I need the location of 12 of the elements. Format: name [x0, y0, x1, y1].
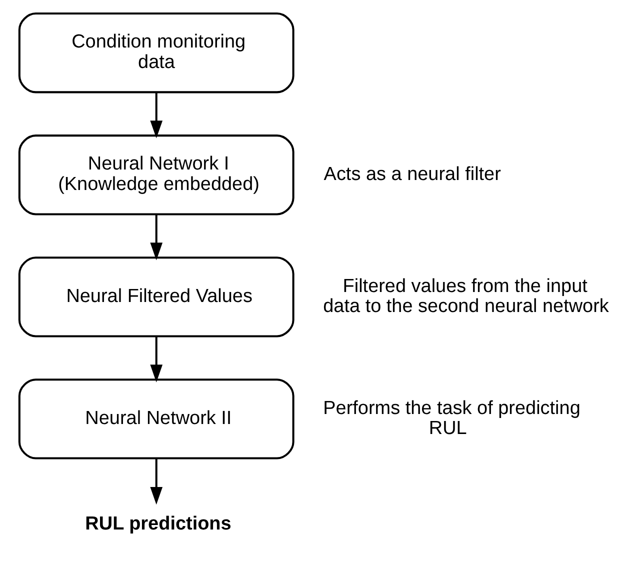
arrow: [150, 214, 163, 260]
node-text: RUL predictions: [85, 514, 232, 535]
node-box: Neural Network II: [18, 378, 294, 460]
node-box: Neural Filtered Values: [18, 256, 294, 338]
node-label: Acts as a neural filter: [324, 164, 501, 185]
node-label: Filtered values from the input data to the second neural network: [323, 276, 609, 318]
arrow: [150, 92, 163, 138]
arrow: [150, 336, 163, 382]
arrow: [150, 458, 163, 505]
node-label: Performs the task of predicting RUL: [323, 398, 580, 440]
node-box: Condition monitoring data: [18, 12, 294, 94]
node-box: Neural Network I (Knowledge embedded): [18, 134, 294, 216]
